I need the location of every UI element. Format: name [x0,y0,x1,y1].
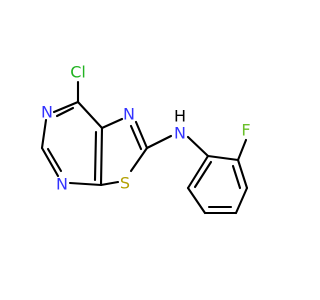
bond-n4-c3a [68,181,103,187]
bond-c1prime-c2prime [206,154,240,162]
bond-c7-n6 [52,100,80,114]
bond-c5prime-c6prime [186,186,207,215]
atom-label-n-ring-top: N [41,103,53,122]
bond-c2-s1 [129,146,149,173]
bond-c7a-n3 [100,117,124,130]
bond-c5-n4-double [46,147,63,173]
atom-label-amine-h: H [174,107,186,126]
bond-n3-c2-double [129,124,143,151]
bond-c5-n4 [40,146,60,178]
bond-nh-c1prime [186,135,210,158]
bond-c3prime-c4prime [234,186,249,215]
molecule-structure: Cl N N N S N H F [40,63,251,215]
bond-c7a-c7 [76,100,104,130]
atom-label-s-thiazole: S [120,174,130,193]
atom-label-cl: Cl [70,63,86,82]
bond-c6prime-c1prime-double [193,160,213,189]
bond-c6prime-c1prime [186,154,210,190]
bond-c2prime-f [236,138,248,162]
atom-label-f: F [241,121,250,140]
bond-c2prime-c3prime-double [231,164,242,190]
bond-c7-n6-double [55,106,75,118]
atom-label-layer: Cl N N N S N H F [41,63,251,194]
atom-label-amine-n: N [174,124,186,143]
bond-c2-nh [145,134,173,150]
bond-n3-c2 [134,120,149,150]
atom-label-n-ring-bottom: N [56,175,68,194]
bond-c2prime-c3prime [236,158,249,190]
bond-layer [40,80,249,215]
bond-c3a-c7a-double [93,130,98,182]
bond-c3a-c7a [99,126,104,187]
bond-n6-c5 [40,118,48,150]
bond-s1-c3a [99,180,120,187]
atom-label-n-thiazole: N [123,105,135,124]
